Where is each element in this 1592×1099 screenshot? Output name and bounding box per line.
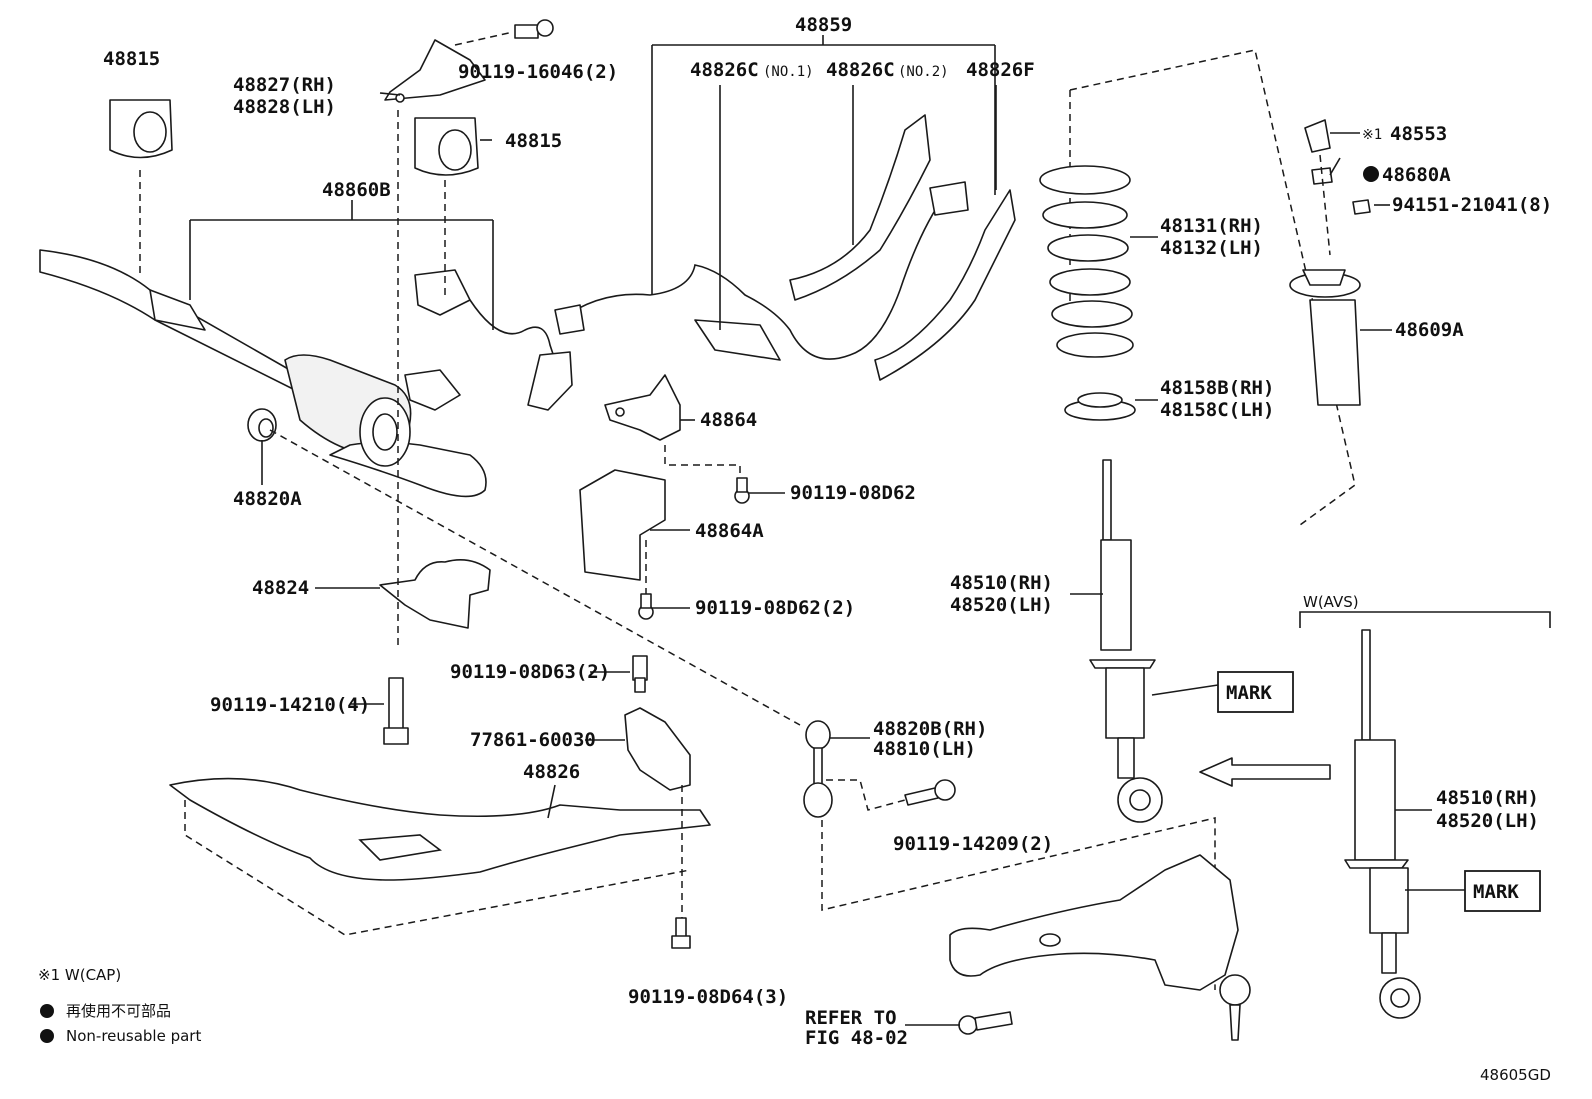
label-48826c-1: 48826C: [690, 59, 759, 81]
label-refer-to: REFER TO: [805, 1007, 897, 1029]
label-48520-b: 48520(LH): [1436, 810, 1539, 832]
sensor-harness-48860b: [404, 269, 573, 411]
label-48826c-2-sub: (NO.2): [898, 64, 949, 80]
label-48680a: 48680A: [1382, 164, 1451, 186]
label-48810: 48810(LH): [873, 738, 976, 760]
bracket-48864: [604, 374, 681, 441]
bolt-90119-14209: [904, 779, 956, 806]
label-48826c-1-sub: (NO.1): [763, 64, 814, 80]
upper-mount-48609a: [1289, 269, 1361, 406]
cap-48553: [1304, 119, 1331, 153]
label-77861-60030: 77861-60030: [470, 729, 596, 751]
label-48826: 48826: [523, 761, 580, 783]
label-fig-48-02: FIG 48-02: [805, 1027, 908, 1049]
mark-a: [1151, 671, 1294, 713]
label-48820a: 48820A: [233, 488, 302, 510]
label-48826f: 48826F: [966, 59, 1035, 81]
label-48609a: 48609A: [1395, 319, 1464, 341]
bolt-90119-08d62-2: [638, 593, 654, 620]
label-48820b: 48820B(RH): [873, 718, 987, 740]
mark-b: [1405, 870, 1541, 912]
shock-absorber-48510-b: [1344, 629, 1421, 1019]
label-48815-b: 48815: [505, 130, 562, 152]
label-48864: 48864: [700, 409, 757, 431]
label-94151-21041: 94151-21041(8): [1392, 194, 1552, 216]
label-48553: 48553: [1390, 123, 1447, 145]
legend-nonreusable-en: Non-reusable part: [66, 1027, 201, 1045]
label-48859: 48859: [795, 14, 852, 36]
spring-insulator-48158b: [1064, 392, 1136, 421]
label-48815-a: 48815: [103, 48, 160, 70]
label-48860b: 48860B: [322, 179, 391, 201]
legend-note-cap: ※1 W(CAP): [38, 966, 121, 984]
label-90119-08d64: 90119-08D64(3): [628, 986, 788, 1008]
label-48553-mark: ※1: [1362, 127, 1382, 143]
legend-dot-en: [40, 1029, 54, 1043]
arrow-left: [1199, 757, 1331, 787]
label-90119-08d63: 90119-08D63(2): [450, 661, 610, 683]
bolt-refer-48-02: [958, 1011, 1013, 1035]
label-48132: 48132(LH): [1160, 237, 1263, 259]
bushing-48815-right: [414, 117, 479, 176]
coil-spring-48131: [1039, 165, 1134, 358]
label-w-avs: W(AVS): [1303, 593, 1359, 611]
label-48131: 48131(RH): [1160, 215, 1263, 237]
label-90119-08d62-2: 90119-08D62(2): [695, 597, 855, 619]
bracket-77861-60030: [624, 707, 691, 791]
label-48826c-2: 48826C: [826, 59, 895, 81]
label-48824: 48824: [252, 577, 309, 599]
label-48827: 48827(RH): [233, 74, 336, 96]
bolt-90119-08d63: [632, 655, 648, 693]
label-48158b: 48158B(RH): [1160, 377, 1274, 399]
label-48158c: 48158C(LH): [1160, 399, 1274, 421]
bolt-90119-08d64: [671, 917, 691, 949]
bolt-90119-08d62: [734, 477, 750, 504]
label-mark-b: MARK: [1473, 881, 1519, 903]
label-90119-14210: 90119-14210(4): [210, 694, 370, 716]
label-48510-b: 48510(RH): [1436, 787, 1539, 809]
label-90119-14209: 90119-14209(2): [893, 833, 1053, 855]
label-48828: 48828(LH): [233, 96, 336, 118]
harness-48859: [554, 114, 1016, 381]
skid-plate-48826: [169, 777, 711, 881]
stabilizer-bushing-48820a: [247, 408, 277, 442]
label-48520-a: 48520(LH): [950, 594, 1053, 616]
bracket-48824: [379, 559, 491, 629]
label-48864a: 48864A: [695, 520, 764, 542]
shock-absorber-48510-a: [1089, 459, 1163, 823]
cover-48864a: [579, 469, 666, 581]
bolt-90119-16046: [514, 19, 554, 39]
label-mark-a: MARK: [1226, 682, 1272, 704]
nut-48680a: [1311, 167, 1333, 185]
stabilizer-link-48820b: [803, 720, 833, 818]
legend-nonreusable-jp: 再使用不可部品: [66, 1002, 171, 1020]
legend-dot-jp: [40, 1004, 54, 1018]
non-reusable-dot: [1363, 166, 1379, 182]
bushing-48815-left: [109, 99, 173, 159]
label-48510-a: 48510(RH): [950, 572, 1053, 594]
bracket-48827: [384, 39, 486, 103]
diagram-id: 48605GD: [1480, 1066, 1551, 1084]
label-90119-16046: 90119-16046(2): [458, 61, 618, 83]
bolt-90119-14210: [383, 677, 409, 745]
nut-94151-21041: [1352, 199, 1371, 215]
label-90119-08d62: 90119-08D62: [790, 482, 916, 504]
lower-arm: [949, 854, 1251, 1041]
